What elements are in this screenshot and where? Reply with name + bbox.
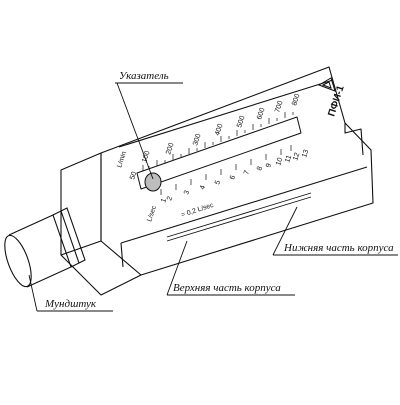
lower-tick-label: 5 [212, 179, 222, 186]
device-body [60, 66, 374, 296]
upper-face-outline [100, 66, 374, 276]
lower-tick-label: 8 [254, 165, 264, 172]
upper-scale: L/min 50 100 200 300 400 500 600 700 800 [116, 92, 301, 180]
lower-tick-label: 10 [273, 156, 284, 166]
lower-tick-label: 4 [197, 184, 207, 191]
lower-tick-label: 1 [158, 197, 168, 204]
lower-tick-label: 12 [290, 151, 301, 161]
label-indicator: Указатель [119, 70, 169, 82]
upper-tick-label: 500 [234, 114, 246, 128]
indicator-ball [144, 172, 162, 192]
lower-tick-label: 11 [282, 154, 293, 164]
upper-unit: L/min [116, 150, 128, 168]
lower-tick-label: 7 [241, 169, 251, 176]
lower-tick-label: 9 [263, 162, 273, 169]
lower-unit: L/sec [146, 204, 158, 222]
lower-tick-label: 6 [227, 174, 237, 181]
label-lower-body: Нижняя часть корпуса [283, 242, 394, 254]
lower-tick-label: 2 [164, 195, 174, 202]
division-note: = 0,2 L/sec [180, 202, 215, 219]
upper-tick-label: 700 [272, 99, 284, 113]
upper-tick-label: 100 [139, 149, 151, 163]
upper-tick-label: 800 [289, 92, 301, 106]
mouthpiece-shape [4, 207, 86, 288]
callout-lines [28, 82, 398, 312]
lower-scale: 1 2 3 4 5 6 7 8 9 10 11 12 13 L/sec = 0,… [146, 148, 310, 222]
logo-icon [317, 77, 336, 92]
upper-tick-label: 400 [212, 122, 224, 136]
label-upper-body: Верхняя часть корпуса [173, 282, 281, 294]
scale-window [136, 116, 302, 190]
upper-tick-label: 600 [254, 106, 266, 120]
lower-tick-label: 3 [181, 189, 191, 196]
lower-tick-label: 13 [299, 148, 310, 158]
label-mouthpiece: Мундштук [44, 298, 97, 310]
upper-tick-label: 300 [190, 132, 202, 146]
upper-tick-label: 50 [127, 170, 138, 180]
upper-tick-label: 200 [163, 141, 175, 155]
